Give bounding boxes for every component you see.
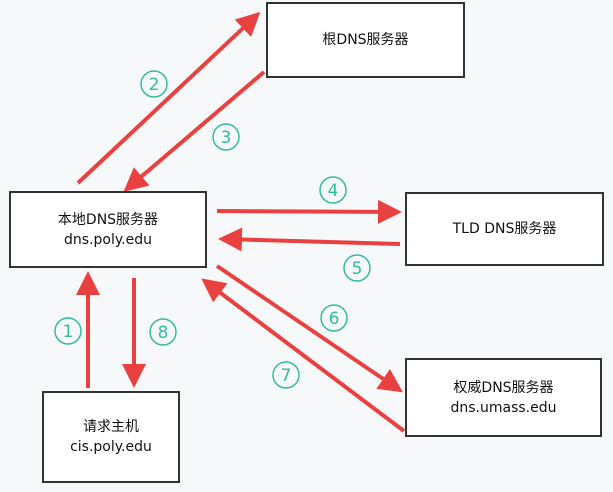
step-label-circle <box>140 70 168 98</box>
arrow-step-3 <box>123 70 266 192</box>
step-label-8: 8 <box>149 318 177 346</box>
arrow-step-7 <box>201 278 406 433</box>
step-label-6: 6 <box>320 304 348 332</box>
arrow-step-2 <box>76 11 261 185</box>
step-label-circle <box>272 361 300 389</box>
step-label-number: 3 <box>221 128 232 148</box>
step-label-number: 4 <box>328 181 339 201</box>
step-label-number: 5 <box>352 259 363 279</box>
step-label-1: 1 <box>54 317 82 345</box>
step-label-circle <box>149 318 177 346</box>
step-label-circle <box>343 254 371 282</box>
step-label-circle <box>320 304 348 332</box>
step-label-number: 1 <box>63 322 74 342</box>
arrow-step-6 <box>215 264 403 393</box>
authoritative-dns-server-box: 权威DNS服务器 dns.umass.edu <box>405 358 602 437</box>
requesting-host-label: 请求主机 <box>83 419 139 435</box>
arrow-step-4 <box>216 199 402 224</box>
step-label-7: 7 <box>272 361 300 389</box>
root-dns-server-label: 根DNS服务器 <box>322 32 409 48</box>
step-label-number: 6 <box>329 309 340 329</box>
local-dns-server-label: 本地DNS服务器 <box>57 211 159 228</box>
step-label-number: 7 <box>281 366 292 386</box>
local-dns-server-host: dns.poly.edu <box>64 231 152 248</box>
root-dns-server-box: 根DNS服务器 <box>266 2 465 78</box>
step-label-5: 5 <box>343 254 371 282</box>
step-label-circle <box>54 317 82 345</box>
step-label-3: 3 <box>212 123 240 151</box>
tld-dns-server-box: TLD DNS服务器 <box>405 192 604 266</box>
requesting-host-address: cis.poly.edu <box>70 439 152 455</box>
authoritative-dns-server-host: dns.umass.edu <box>450 399 557 416</box>
arrow-step-5 <box>218 227 401 252</box>
authoritative-dns-server-label: 权威DNS服务器 <box>453 379 554 396</box>
step-label-circle <box>212 123 240 151</box>
tld-dns-server-label: TLD DNS服务器 <box>452 221 557 237</box>
step-label-number: 8 <box>158 323 169 343</box>
step-label-number: 2 <box>149 75 160 95</box>
local-dns-server-box: 本地DNS服务器 dns.poly.edu <box>9 191 207 268</box>
step-label-4: 4 <box>319 176 347 204</box>
requesting-host-box: 请求主机 cis.poly.edu <box>42 391 180 483</box>
step-label-2: 2 <box>140 70 168 98</box>
step-label-circle <box>319 176 347 204</box>
